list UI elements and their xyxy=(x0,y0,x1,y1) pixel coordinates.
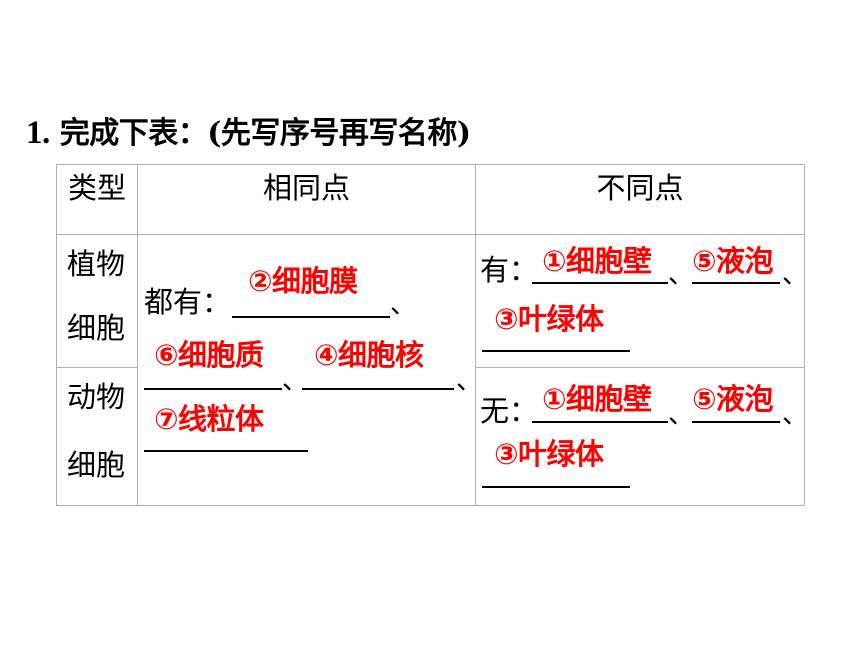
answer-chloroplast-plant: ③叶绿体 xyxy=(494,302,604,336)
blank-line xyxy=(532,421,668,423)
animal-diff-cell xyxy=(475,367,805,506)
answer-cell-membrane: ②细胞膜 xyxy=(248,264,358,298)
separator: 、 xyxy=(782,260,809,290)
blank-line xyxy=(532,282,668,284)
plant-has-label: 有： xyxy=(480,253,539,287)
header-differences: 不同点 xyxy=(475,164,805,235)
answer-chloroplast-animal: ③叶绿体 xyxy=(494,437,604,471)
animal-cell-line2: 细胞 xyxy=(67,448,126,482)
comparison-table: 类型 相同点 不同点 植物 细胞 动物 细胞 xyxy=(56,164,805,506)
table-header-row: 类型 相同点 不同点 xyxy=(56,164,805,235)
common-label: 都有： xyxy=(144,285,232,319)
common-structures-cell xyxy=(137,234,476,506)
header-type: 类型 xyxy=(56,164,138,235)
plant-cell-line2: 细胞 xyxy=(67,311,126,345)
answer-nucleus: ④细胞核 xyxy=(314,338,424,372)
answer-cell-wall-plant: ①细胞壁 xyxy=(542,244,652,278)
plant-diff-cell xyxy=(475,234,805,368)
table-row-animal: 动物 细胞 xyxy=(56,367,805,506)
answer-cytoplasm: ⑥细胞质 xyxy=(154,338,264,372)
plant-cell-label: 植物 细胞 xyxy=(56,234,138,368)
answer-vacuole-animal: ⑤液泡 xyxy=(692,382,774,416)
blank-line xyxy=(692,421,780,423)
question-text: 完成下表：(先写序号再写名称) xyxy=(59,116,471,151)
blank-line xyxy=(232,316,390,318)
animal-lacks-label: 无： xyxy=(480,394,539,428)
blank-line xyxy=(144,450,308,452)
header-similarities: 相同点 xyxy=(137,164,476,235)
separator: 、 xyxy=(668,260,695,290)
blank-line xyxy=(482,350,630,352)
separator: 、 xyxy=(668,400,695,430)
plant-cell-line1: 植物 xyxy=(67,247,126,281)
blank-line xyxy=(482,486,630,488)
animal-cell-line1: 动物 xyxy=(67,380,126,414)
answer-mitochondria: ⑦线粒体 xyxy=(154,402,264,436)
question-title: 1. 完成下表：(先写序号再写名称) xyxy=(26,108,471,152)
animal-cell-label: 动物 细胞 xyxy=(56,367,138,506)
answer-vacuole-plant: ⑤液泡 xyxy=(692,244,774,278)
blank-line xyxy=(302,388,454,390)
separator: 、 xyxy=(456,366,483,396)
separator: 、 xyxy=(782,400,809,430)
separator: 、 xyxy=(282,366,309,396)
question-number: 1. xyxy=(26,115,50,151)
blank-line xyxy=(144,388,282,390)
blank-line xyxy=(692,282,780,284)
answer-cell-wall-animal: ①细胞壁 xyxy=(542,382,652,416)
separator: 、 xyxy=(390,290,417,320)
